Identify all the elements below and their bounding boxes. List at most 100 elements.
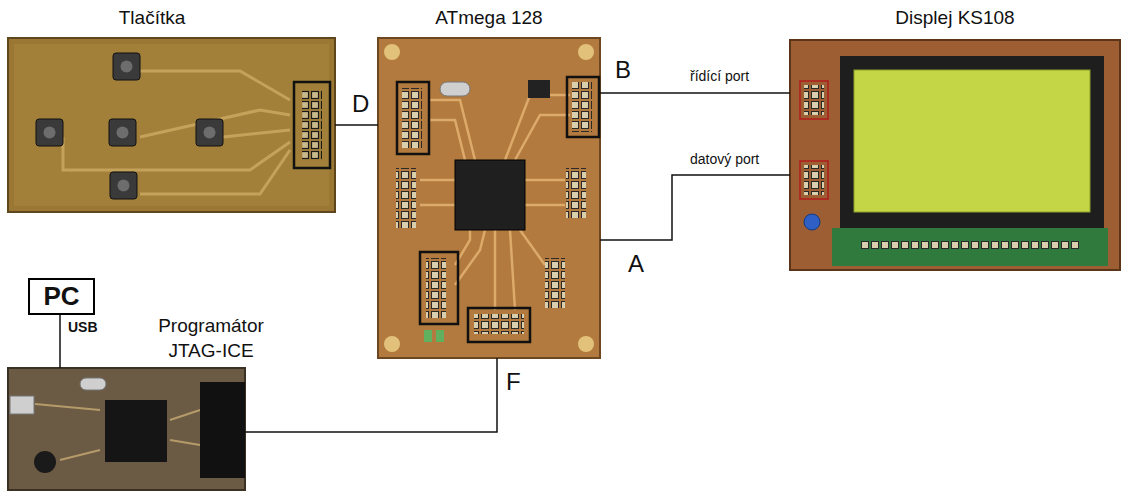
display-module: Displej KS108 bbox=[790, 40, 1120, 270]
board-title: ATmega 128 bbox=[339, 6, 639, 31]
pcb-trace bbox=[520, 230, 545, 265]
pcb-trace bbox=[505, 95, 570, 160]
pin-header bbox=[804, 85, 824, 115]
display-module bbox=[790, 40, 1120, 270]
mcu-board bbox=[578, 336, 594, 352]
push-button bbox=[44, 127, 56, 139]
pcb-trace bbox=[430, 100, 475, 160]
crystal bbox=[80, 378, 106, 390]
push-button bbox=[118, 180, 130, 192]
port-label: řídící port bbox=[690, 68, 749, 84]
board-title: Displej KS108 bbox=[805, 6, 1105, 31]
computer-box: PC bbox=[28, 278, 95, 315]
box-label: PC bbox=[43, 282, 79, 311]
connector-wire bbox=[59, 315, 61, 368]
highlight-frame bbox=[397, 82, 429, 154]
push-button bbox=[113, 53, 140, 80]
pcb-trace bbox=[223, 130, 290, 137]
usb-connector bbox=[10, 396, 34, 414]
connector-label: D bbox=[352, 90, 369, 118]
connector-wire bbox=[245, 358, 497, 432]
mcu-board bbox=[378, 38, 600, 358]
lcd-panel bbox=[854, 70, 1090, 212]
pcb-trace bbox=[35, 404, 100, 410]
mcu-chip bbox=[455, 160, 525, 230]
pcb-trace bbox=[140, 71, 290, 100]
push-button bbox=[196, 119, 223, 146]
pcb-trace bbox=[420, 179, 455, 182]
mcu-board bbox=[378, 38, 600, 358]
pcb-trace bbox=[60, 450, 100, 460]
pin-header bbox=[545, 258, 565, 308]
display-bezel bbox=[840, 56, 1104, 228]
pin-header bbox=[396, 168, 416, 228]
highlight-frame bbox=[294, 82, 330, 168]
pcb-trace bbox=[170, 410, 200, 420]
display-pcb bbox=[832, 228, 1108, 266]
programmer-chip bbox=[105, 400, 167, 462]
pcb-trace bbox=[494, 230, 497, 310]
mcu-board bbox=[384, 44, 400, 60]
connector-wire bbox=[600, 92, 790, 94]
highlight-frame bbox=[567, 77, 599, 137]
board-title: Tlačítka bbox=[2, 6, 302, 31]
mcu-board bbox=[578, 44, 594, 60]
pcb-trace bbox=[510, 230, 515, 310]
programmer-board: Programátor JTAG-ICE bbox=[8, 368, 245, 490]
pin-header bbox=[302, 90, 322, 160]
pcb-trace bbox=[525, 179, 565, 182]
pin-header bbox=[426, 258, 446, 318]
connector-label: USB bbox=[68, 319, 98, 335]
pcb-trace bbox=[430, 120, 465, 160]
push-button bbox=[36, 53, 223, 199]
push-button bbox=[117, 127, 129, 139]
led bbox=[436, 330, 444, 342]
pcb-trace bbox=[525, 204, 565, 207]
push-button bbox=[109, 119, 136, 146]
highlight-frame bbox=[468, 308, 530, 342]
highlight-frame bbox=[420, 252, 458, 324]
push-button bbox=[36, 119, 63, 146]
board-title: Programátor JTAG-ICE bbox=[146, 314, 276, 363]
mcu-board bbox=[384, 336, 400, 352]
display-module bbox=[790, 40, 1120, 270]
connector-label: A bbox=[628, 250, 644, 278]
highlight-frame bbox=[800, 161, 828, 199]
button-board bbox=[8, 38, 335, 212]
button-board bbox=[8, 38, 335, 212]
programmer-board bbox=[8, 368, 245, 490]
button-board bbox=[14, 44, 329, 206]
connector-wire bbox=[335, 124, 378, 126]
ic-component bbox=[34, 451, 56, 473]
connector-group bbox=[60, 93, 790, 432]
pin-header bbox=[860, 240, 1080, 250]
contrast-pot bbox=[804, 214, 820, 230]
crystal bbox=[440, 82, 470, 96]
led bbox=[424, 330, 432, 342]
pin-header bbox=[572, 82, 592, 132]
push-button bbox=[204, 127, 216, 139]
mcu-board: ATmega 128 bbox=[378, 38, 600, 358]
pin-header bbox=[804, 165, 824, 195]
pcb-trace bbox=[63, 137, 290, 170]
jtag-cable-connector bbox=[200, 382, 245, 478]
pcb-trace bbox=[170, 440, 200, 445]
programmer-board bbox=[8, 368, 245, 490]
port-label: datový port bbox=[690, 151, 759, 167]
button-board: Tlačítka bbox=[8, 38, 335, 212]
highlight-frame bbox=[800, 81, 828, 119]
pin-header bbox=[474, 314, 524, 334]
pcb-trace bbox=[455, 230, 485, 285]
regulator bbox=[528, 80, 550, 98]
pcb-trace bbox=[63, 71, 290, 194]
connector-label: B bbox=[615, 56, 631, 84]
pcb-trace bbox=[515, 115, 570, 160]
pin-header bbox=[402, 88, 422, 148]
push-button bbox=[121, 61, 133, 73]
connector-label: F bbox=[506, 368, 521, 396]
pcb-trace bbox=[420, 204, 455, 207]
pin-header bbox=[566, 168, 586, 218]
